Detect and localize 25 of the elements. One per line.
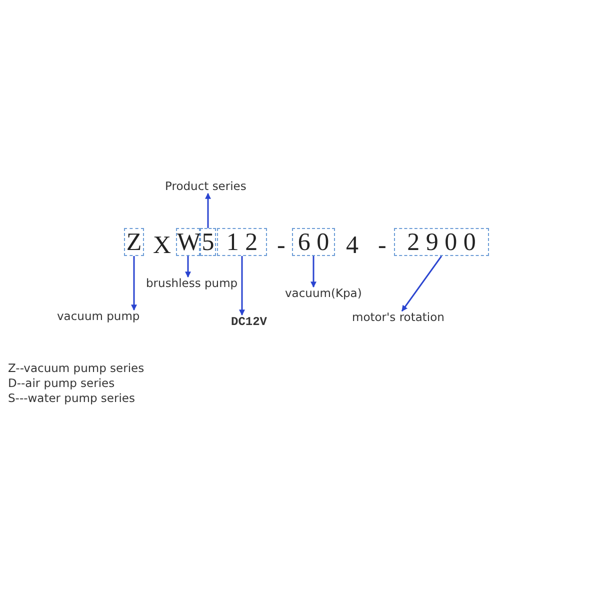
annotation-text: vacuum pump <box>57 311 140 322</box>
code-digit-box: 6 0 <box>292 228 335 256</box>
annotation-text: DC12V <box>231 316 268 328</box>
code-digit-box: 1 2 <box>217 228 267 256</box>
code-letter: X <box>153 232 172 260</box>
arrow <box>205 192 211 228</box>
note-text: D--air pump series <box>8 376 115 390</box>
annotation-text: motor's rotation <box>352 312 444 324</box>
code-digit-box: 2 9 0 0 <box>394 228 489 256</box>
annotation-text: brushless pump <box>146 278 238 290</box>
code-letter-box: W <box>176 228 200 256</box>
annotation-text: vacuum(Kpa) <box>285 288 362 300</box>
code-dash: - <box>378 232 386 260</box>
note-text: S---water pump series <box>8 391 135 405</box>
arrow <box>131 256 137 311</box>
annotation-text: Product series <box>165 181 246 192</box>
code-digit-box: 5 <box>200 228 216 256</box>
code-dash: - <box>277 232 286 260</box>
code-digit: 4 <box>346 232 358 260</box>
arrow <box>401 256 442 312</box>
arrow <box>310 256 316 288</box>
arrow <box>239 256 245 316</box>
arrow <box>185 256 191 278</box>
code-letter-box: Z <box>124 228 144 256</box>
note-text: Z--vacuum pump series <box>8 361 144 375</box>
